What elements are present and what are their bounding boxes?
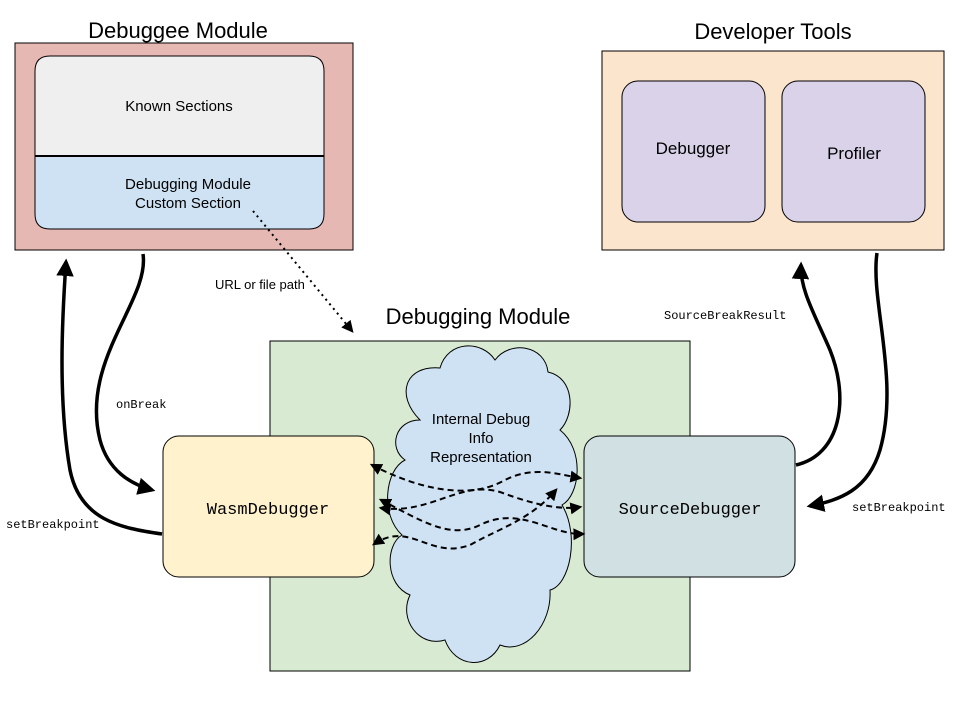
url-or-file-path-arrow: [252, 210, 354, 333]
custom-section-box: [34, 155, 325, 230]
set-breakpoint-left-arrow: [56, 258, 163, 536]
debugger-tool-label: Debugger: [656, 139, 731, 158]
profiler-tool-label: Profiler: [827, 144, 881, 163]
profiler-tool-box: [781, 80, 926, 223]
url-or-file-path-label: URL or file path: [215, 277, 305, 292]
debugger-tool-box: [621, 80, 766, 223]
known-sections-label: Known Sections: [125, 98, 233, 115]
source-debugger-label: SourceDebugger: [619, 501, 762, 520]
flow-arrow-4: [378, 498, 586, 541]
internal-data-flow-arrows: [369, 463, 586, 550]
set-breakpoint-right-label: setBreakpoint: [852, 501, 946, 515]
on-break-label: onBreak: [116, 398, 166, 412]
flow-arrow-1: [369, 463, 583, 492]
wasm-debugger-label: WasmDebugger: [207, 501, 329, 520]
debuggee-module-title: Debuggee Module: [88, 18, 268, 43]
cloud-label-line3: Representation: [430, 449, 532, 466]
set-breakpoint-left-label: setBreakpoint: [6, 518, 100, 532]
source-break-result-arrow: [791, 261, 842, 467]
cloud-label-line2: Info: [468, 430, 493, 447]
on-break-arrow: [94, 253, 156, 495]
custom-section-label-line1: Debugging Module: [125, 176, 251, 193]
set-breakpoint-right-arrow: [806, 252, 889, 512]
custom-section-label-line2: Custom Section: [135, 195, 241, 212]
debugging-module-title: Debugging Module: [386, 304, 571, 329]
cloud-label-line1: Internal Debug: [432, 411, 530, 428]
developer-tools-title: Developer Tools: [694, 19, 851, 44]
source-break-result-label: SourceBreakResult: [664, 309, 786, 323]
